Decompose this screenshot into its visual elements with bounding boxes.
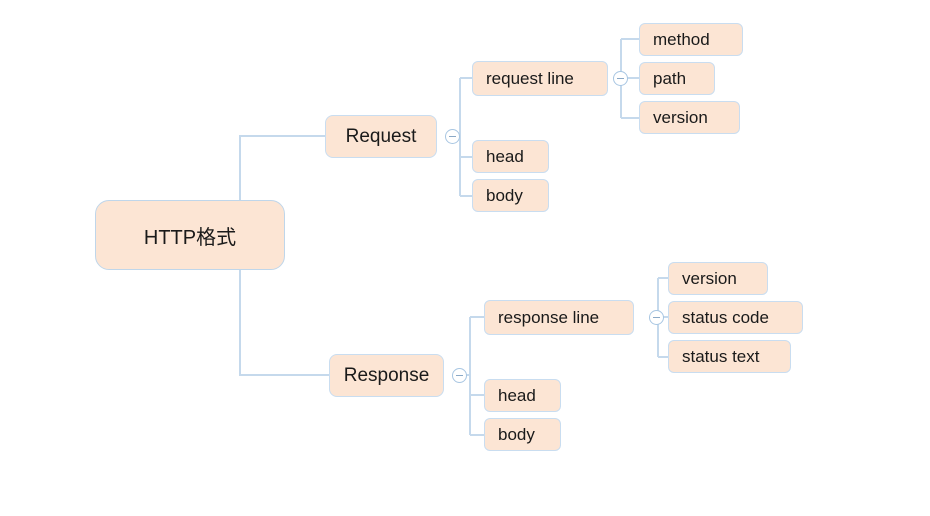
node-version-request-label: version	[653, 107, 708, 127]
node-request-head-label: head	[486, 146, 524, 166]
node-path-label: path	[653, 68, 687, 88]
node-status-code-label: status code	[682, 307, 769, 327]
node-response-line[interactable]: response line	[484, 300, 634, 335]
node-root[interactable]: HTTP格式	[95, 200, 285, 270]
node-request-head[interactable]: head	[472, 140, 549, 173]
node-request[interactable]: Request	[325, 115, 437, 158]
node-status-code[interactable]: status code	[668, 301, 803, 334]
collapse-toggle-response[interactable]	[452, 368, 467, 383]
node-method-label: method	[653, 29, 710, 49]
node-request-body-label: body	[486, 185, 523, 205]
node-response-head-label: head	[498, 385, 536, 405]
node-request-body[interactable]: body	[472, 179, 549, 212]
node-version-response[interactable]: version	[668, 262, 768, 295]
node-response-label: Response	[343, 364, 430, 386]
node-response[interactable]: Response	[329, 354, 444, 397]
node-path[interactable]: path	[639, 62, 715, 95]
collapse-toggle-request-line[interactable]	[613, 71, 628, 86]
collapse-toggle-request[interactable]	[445, 129, 460, 144]
collapse-toggle-response-line[interactable]	[649, 310, 664, 325]
node-response-head[interactable]: head	[484, 379, 561, 412]
node-status-text[interactable]: status text	[668, 340, 791, 373]
node-version-response-label: version	[682, 268, 737, 288]
node-response-line-label: response line	[498, 307, 600, 327]
node-request-line-label: request line	[486, 68, 574, 88]
node-version-request[interactable]: version	[639, 101, 740, 134]
node-root-label: HTTP格式	[143, 226, 237, 249]
node-method[interactable]: method	[639, 23, 743, 56]
node-response-body-label: body	[498, 424, 535, 444]
node-request-label: Request	[345, 125, 417, 147]
node-status-text-label: status text	[682, 346, 760, 366]
node-request-line[interactable]: request line	[472, 61, 608, 96]
node-response-body[interactable]: body	[484, 418, 561, 451]
